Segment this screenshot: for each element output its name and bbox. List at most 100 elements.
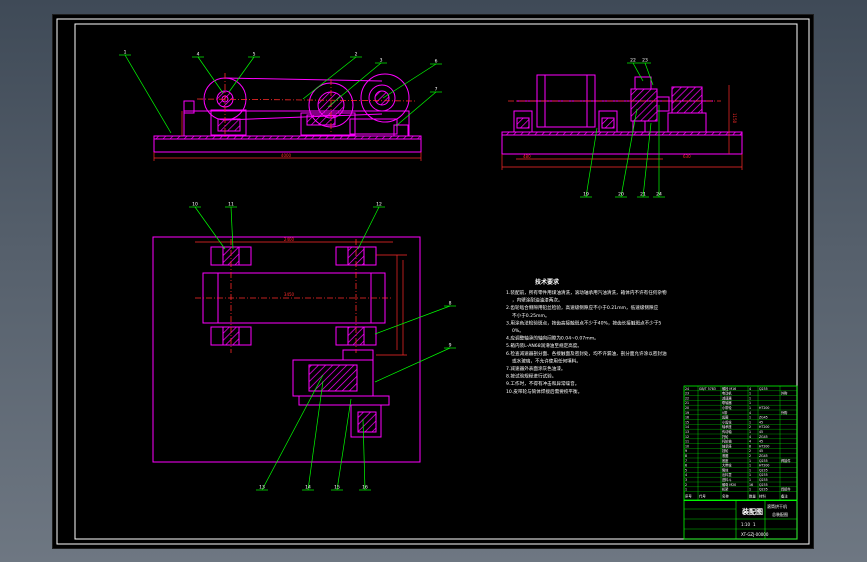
plan-dimensions — [195, 241, 407, 356]
parts-table-cell: 出料罩 — [722, 472, 732, 477]
parts-table-header: 材料 — [759, 494, 766, 499]
callout-label-13: 13 — [259, 485, 265, 491]
parts-table-cell: Q235 — [759, 468, 768, 472]
title-block-code: XT-GZJ-00000 — [741, 532, 769, 537]
parts-table-cell: Q235 — [759, 478, 768, 482]
title-block-sheet: 1 — [753, 522, 756, 527]
front-view — [153, 73, 422, 153]
callout-label-3: 3 — [380, 58, 383, 64]
parts-table-cell: 23 — [685, 392, 689, 396]
parts-table-cell: 托轮 — [722, 434, 729, 439]
front-right-support — [393, 124, 409, 137]
parts-table-cell: 1 — [749, 430, 751, 434]
callout-leader-23 — [644, 62, 654, 86]
parts-table-cell: 24 — [685, 387, 689, 391]
side-reducer-top — [634, 76, 652, 90]
callout-label-14: 14 — [305, 485, 311, 491]
parts-table-cell: 10 — [685, 444, 689, 448]
callout-label-4: 4 — [197, 52, 200, 58]
parts-table-cell: 8 — [749, 444, 751, 448]
title-block-scale: 1:10 — [741, 522, 750, 527]
plan-ring-gear — [342, 349, 374, 361]
parts-table-cell: 45 — [759, 449, 763, 453]
parts-table-cell: 45 — [759, 420, 763, 424]
parts-table-cell: 1 — [749, 416, 751, 420]
parts-table-cell: Q235 — [759, 488, 768, 492]
front-drive-pulley-hub — [374, 90, 390, 106]
parts-table-cell: 1 — [749, 396, 751, 400]
side-roller-left-hatch — [516, 117, 530, 129]
parts-table-cell: 减速器 — [722, 395, 732, 400]
callout-leader-7 — [395, 91, 437, 127]
callout-leader-10 — [194, 206, 226, 250]
callout-label-23: 23 — [642, 58, 648, 64]
parts-table-cell: 外购 — [781, 391, 787, 396]
parts-table-frame — [683, 385, 798, 501]
parts-table-cell: 轴承座 — [722, 443, 732, 448]
callout-label-15: 15 — [334, 485, 340, 491]
parts-table-cell: 机架 — [722, 487, 729, 492]
front-frame — [183, 110, 410, 137]
parts-table-cell: Q235 — [759, 473, 768, 477]
callout-label-5: 5 — [253, 52, 256, 58]
parts-table-cell: 1 — [749, 420, 751, 424]
front-centerlines — [196, 73, 416, 137]
title-block-product: 滚筒烘干机 — [767, 503, 787, 509]
parts-table-cell: 19 — [685, 411, 689, 415]
callout-label-11: 11 — [228, 202, 234, 208]
parts-table-cell: 20 — [685, 406, 689, 410]
parts-table-cell: 焊接件 — [781, 458, 791, 463]
plan-base-outline — [152, 236, 421, 463]
parts-table-cell: 传动轴 — [722, 429, 732, 434]
parts-table-cell: 2 — [749, 449, 751, 453]
callout-leader-8 — [374, 305, 451, 335]
front-dimensions — [153, 111, 422, 161]
parts-table-cell: 14 — [685, 425, 689, 429]
parts-table-cell: Q235 — [759, 483, 768, 487]
side-height-dim: 1150 — [732, 113, 737, 124]
parts-table-cell: 45 — [759, 430, 763, 434]
parts-table-cell: 4 — [685, 473, 687, 477]
plan-view — [152, 236, 421, 463]
parts-table-cell: 13 — [685, 430, 689, 434]
callout-leader-21 — [642, 122, 652, 198]
parts-table-cell: 11 — [685, 440, 689, 444]
front-belt-bottom — [224, 113, 383, 121]
callout-label-2: 2 — [355, 52, 358, 58]
parts-table-cell: 9 — [685, 449, 687, 453]
parts-table-cell: 1 — [685, 488, 687, 492]
side-dim-a: 480 — [523, 154, 531, 159]
callout-label-22: 22 — [630, 58, 636, 64]
parts-table-cell: 12 — [685, 435, 689, 439]
parts-table-header: 代号 — [699, 494, 706, 499]
plan-width-dim: 2400 — [284, 237, 295, 242]
plan-motor-base — [298, 395, 390, 406]
side-dim-b: 630 — [683, 154, 691, 159]
note-line: 5.箱内装L-AN68润滑油至规定高度。 — [506, 342, 582, 349]
parts-table-cell: 16 — [749, 483, 753, 487]
parts-table-cell: 5 — [685, 468, 687, 472]
callout-leader-1 — [124, 54, 172, 134]
drawing-viewport[interactable]: 4000 1150 480 630 — [52, 14, 814, 549]
callout-label-19: 19 — [583, 192, 589, 198]
parts-table-cell: 3 — [685, 478, 687, 482]
parts-table-cell: 1 — [749, 401, 751, 405]
side-roller-left — [513, 110, 533, 133]
parts-table-cell: 齿圈 — [722, 415, 728, 420]
side-dimensions — [501, 85, 743, 170]
parts-table-cell: 大带轮 — [722, 463, 732, 468]
note-line: 10.皮带轮与筒体焊接后需要校平衡。 — [506, 388, 582, 395]
parts-table-cell: GB/T 5783 — [699, 387, 716, 391]
side-motor-base — [667, 112, 707, 133]
parts-table-cell: 1 — [749, 468, 751, 472]
cad-drawing-canvas[interactable]: 4000 1150 480 630 — [53, 15, 813, 548]
parts-table-cell: 1 — [749, 459, 751, 463]
title-block: 装配图 滚筒烘干机 总装配图 1:10 1 XT-GZJ-00000 — [683, 499, 798, 540]
callout-leader-9 — [374, 347, 451, 383]
title-block-drawing-title: 装配图 — [741, 507, 763, 516]
side-coupling — [656, 96, 670, 112]
plan-drum-dim: 3450 — [284, 292, 295, 297]
front-left-support — [183, 100, 195, 114]
front-overall-dim: 4000 — [281, 153, 292, 158]
notes-title: 技术要求 — [535, 278, 560, 286]
